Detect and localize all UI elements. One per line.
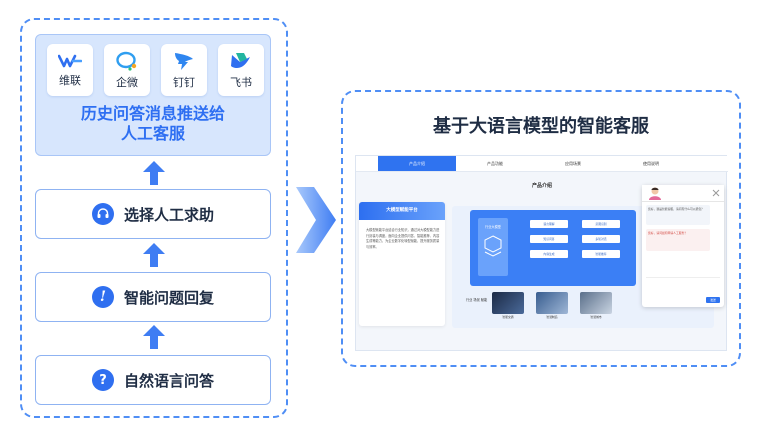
industry-image	[492, 292, 524, 314]
module-box: 知识问答	[530, 235, 568, 243]
chat-header	[642, 185, 724, 202]
industry-label: 行业 场景 赋能	[466, 298, 488, 302]
screenshot-nav: 产品介绍 产品功能 应用场景 使用说明	[356, 156, 728, 172]
wecom-icon	[116, 51, 137, 71]
cube-icon	[484, 235, 502, 257]
app-label: 维联	[59, 73, 81, 87]
step-label: 智能问题回复	[123, 288, 214, 307]
architecture-core-panel: 行业大模型 语言理解 知识问答 内容生成 意图识别 多轮对话 智能推荐	[470, 210, 636, 286]
step-smart-reply[interactable]: ! 智能问题回复	[35, 272, 271, 322]
chat-bubble-agent: 您好，我是智能客服，请问有什么可以帮您？	[646, 205, 710, 225]
exclamation-icon: !	[91, 286, 114, 308]
up-arrow-icon	[143, 325, 165, 349]
app-label: 钉钉	[173, 75, 195, 89]
product-screenshot: 产品介绍 产品功能 应用场景 使用说明 产品介绍 大模型赋能平台 大模型赋能平台…	[355, 155, 728, 351]
left-flow-panel	[20, 18, 288, 418]
weilian-icon	[58, 54, 82, 67]
industry-image	[580, 292, 612, 314]
core-model-block: 行业大模型	[478, 218, 508, 276]
module-box: 语言理解	[530, 220, 568, 228]
chat-window[interactable]: 您好，我是智能客服，请问有什么可以帮您？ 您好，请问如何申请人工服务？ 发送	[642, 185, 724, 307]
module-box: 多轮对话	[582, 235, 620, 243]
screenshot-tab[interactable]: 应用场景	[565, 161, 581, 166]
dingtalk-icon	[175, 52, 193, 70]
step-human-help[interactable]: 选择人工求助	[35, 189, 271, 239]
up-arrow-icon	[143, 243, 165, 267]
right-arrow-icon	[296, 187, 336, 253]
app-tile-dingtalk[interactable]: 钉钉	[161, 44, 207, 96]
screenshot-tab[interactable]: 产品介绍	[378, 156, 456, 171]
right-result-panel	[341, 90, 741, 367]
agent-avatar	[649, 187, 661, 200]
handoff-caption-line: 人工客服	[120, 124, 185, 143]
core-model-label: 行业大模型	[485, 225, 501, 229]
screenshot-card-text: 大模型赋能平台结合行业知识，通过对大模型能力进行封装与调度，面向企业提供问答、智…	[366, 228, 440, 249]
module-box: 智能推荐	[582, 250, 620, 258]
step-nl-qa[interactable]: ? 自然语言问答	[35, 355, 271, 405]
chat-bubble-user: 您好，请问如何申请人工服务？	[646, 229, 710, 251]
step-label: 自然语言问答	[123, 371, 214, 390]
industry-caption: 智能交通	[502, 315, 514, 319]
industry-caption: 智慧城市	[590, 315, 602, 319]
app-label: 企微	[116, 75, 138, 89]
screenshot-tab[interactable]: 使用说明	[643, 161, 659, 166]
screenshot-card-title: 大模型赋能平台	[359, 202, 445, 220]
chat-send-button[interactable]: 发送	[706, 297, 720, 303]
handoff-caption-line: 历史问答消息推送给	[80, 104, 225, 123]
chat-divider	[646, 277, 720, 278]
module-box: 内容生成	[530, 250, 568, 258]
feishu-icon	[231, 52, 250, 68]
app-tile-weilian[interactable]: 维联	[47, 44, 93, 96]
industry-caption: 智慧制造	[546, 315, 558, 319]
headset-icon	[91, 203, 114, 225]
up-arrow-icon	[143, 161, 165, 185]
industry-image	[536, 292, 568, 314]
app-tile-feishu[interactable]: 飞书	[218, 44, 264, 96]
screenshot-subtitle: 产品介绍	[531, 183, 552, 189]
step-label: 选择人工求助	[123, 205, 214, 224]
app-tile-wecom[interactable]: 企微	[104, 44, 150, 96]
close-icon[interactable]	[712, 189, 720, 197]
question-icon: ?	[91, 369, 114, 391]
module-box: 意图识别	[582, 220, 620, 228]
handoff-caption: 历史问答消息推送给 人工客服	[35, 104, 271, 144]
screenshot-intro-card: 大模型赋能平台 大模型赋能平台结合行业知识，通过对大模型能力进行封装与调度，面向…	[359, 202, 445, 326]
app-label: 飞书	[230, 75, 252, 89]
right-title: 基于大语言模型的智能客服	[433, 116, 649, 137]
screenshot-tab[interactable]: 产品功能	[487, 161, 503, 166]
